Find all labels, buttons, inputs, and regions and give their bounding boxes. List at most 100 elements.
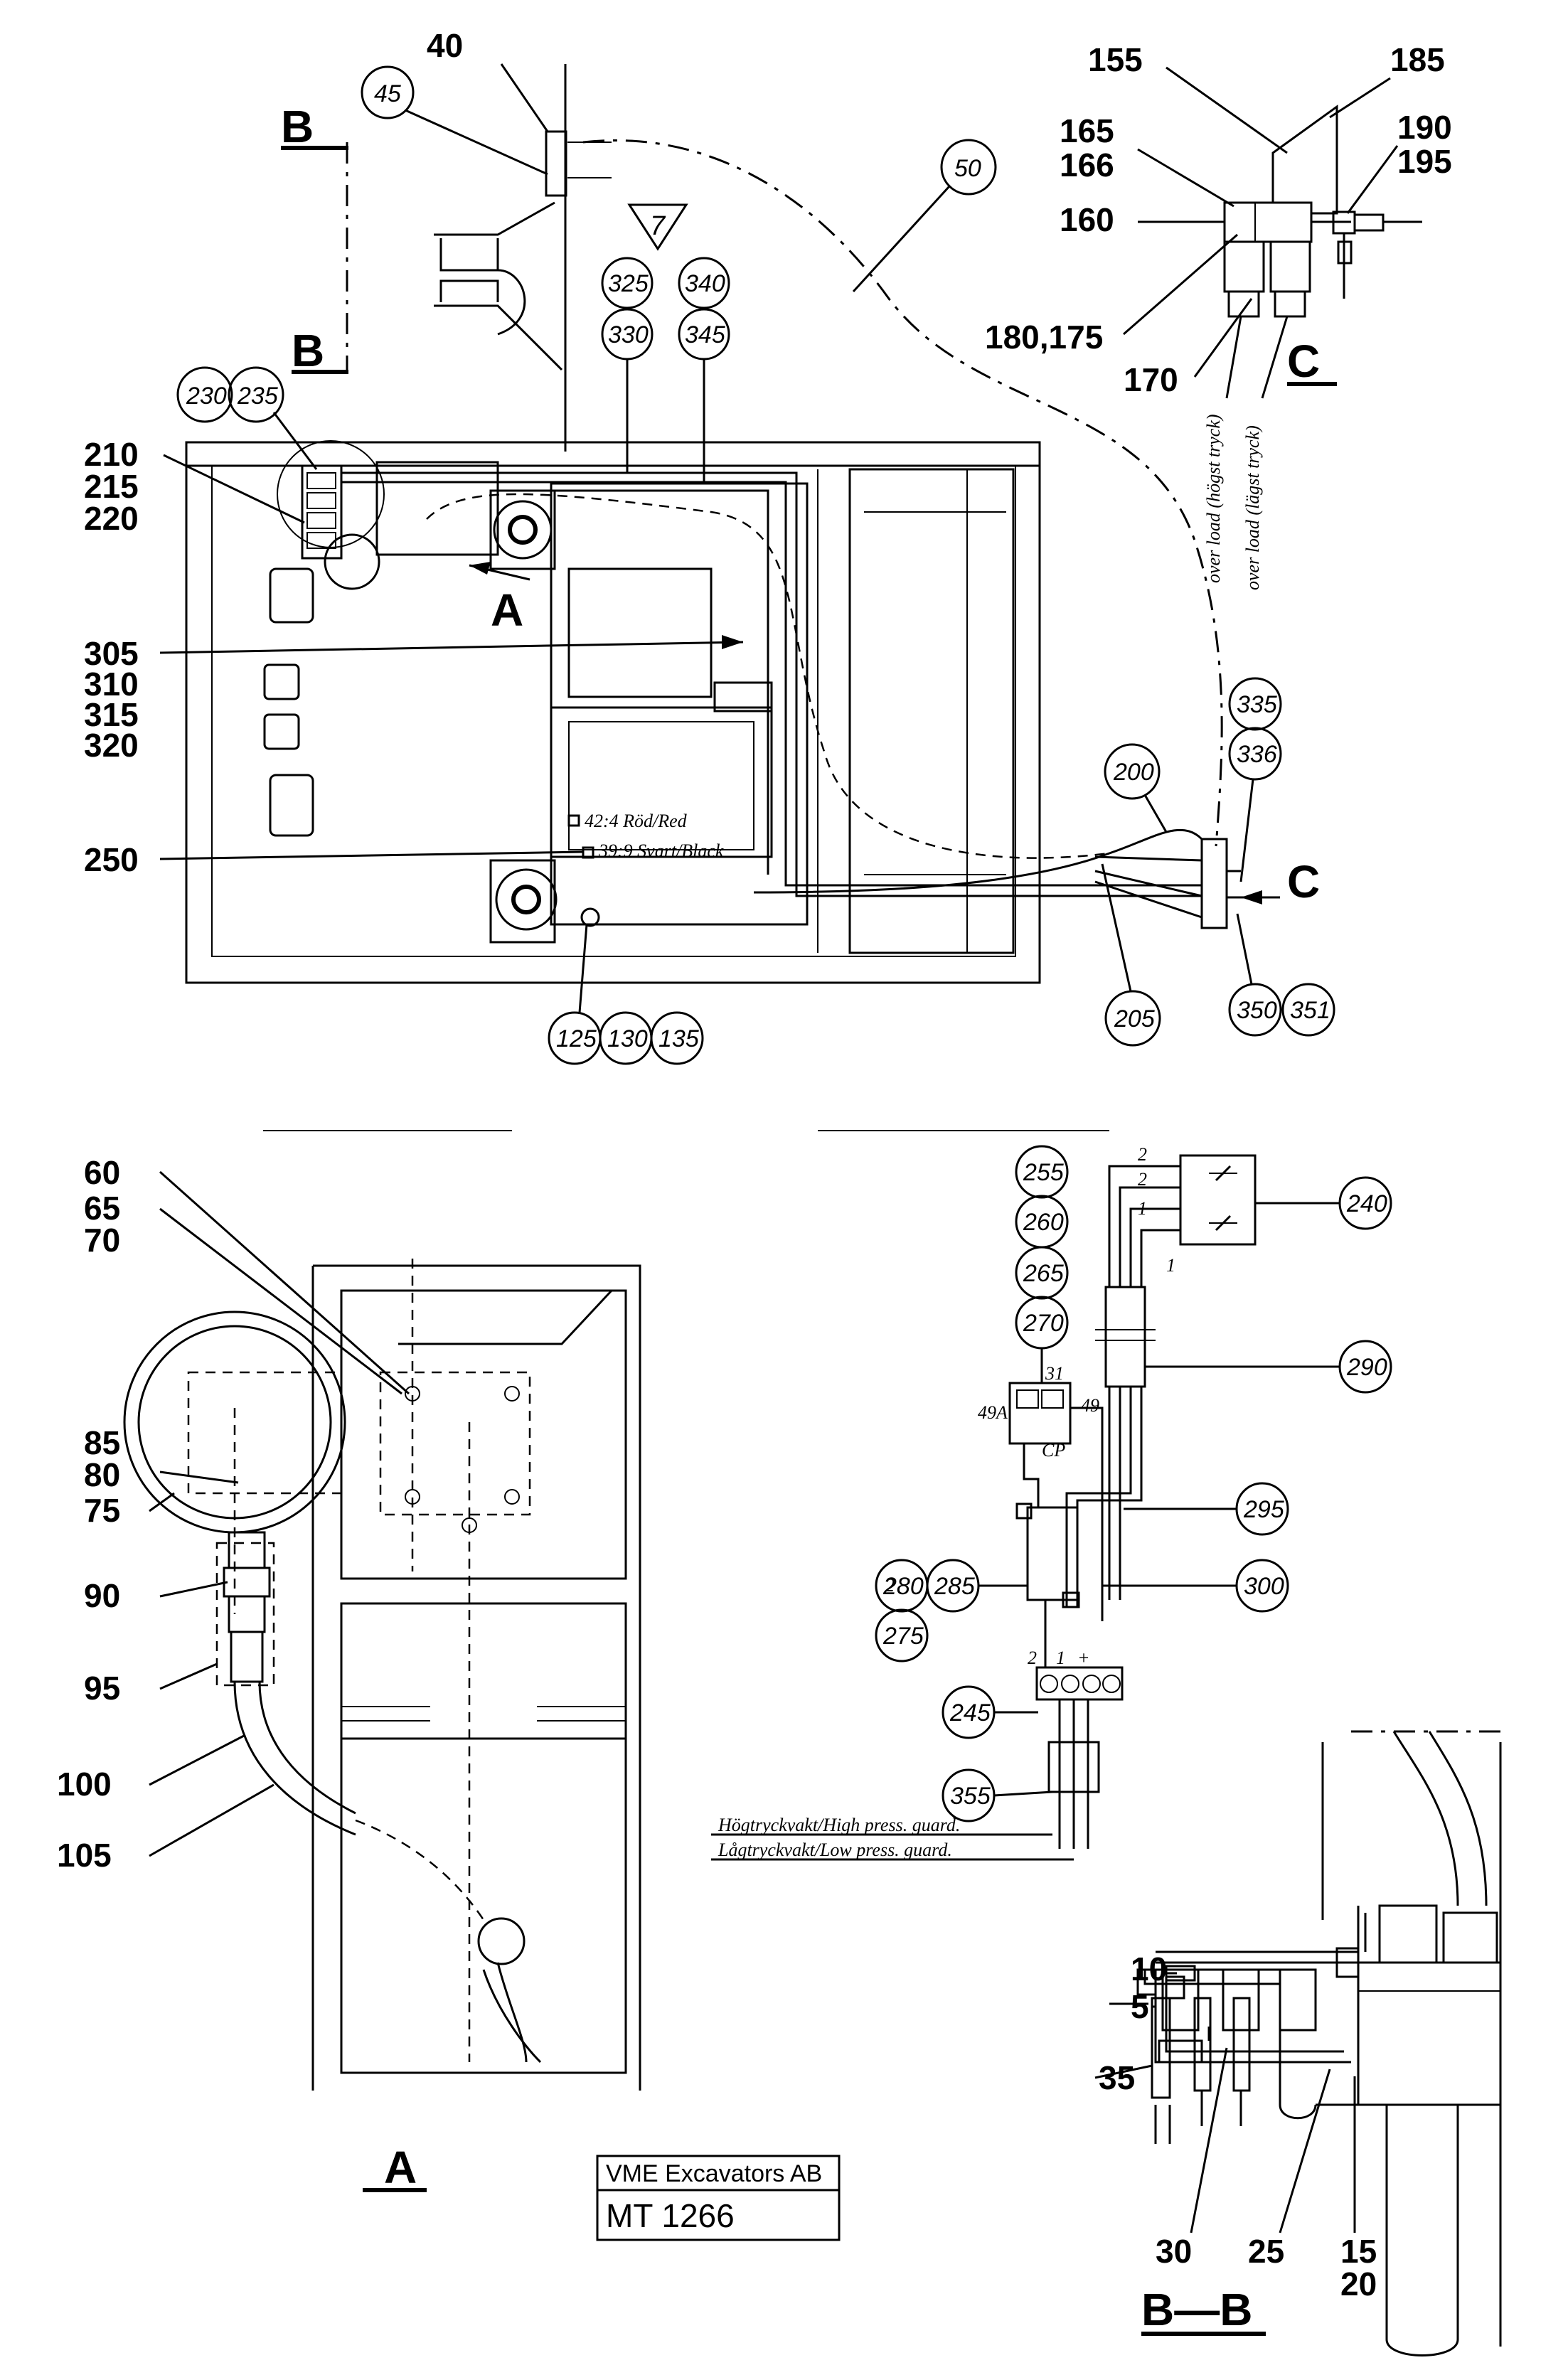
callout-45: 45 [374,80,401,107]
view-c-pressure-switch [1223,105,1422,318]
callout-50: 50 [954,155,981,182]
callout-255: 255 [1023,1159,1064,1186]
view-label-a-arrow: A [491,585,523,636]
label-95: 95 [84,1670,120,1707]
label-210: 210 [84,436,139,473]
label-75: 75 [84,1492,120,1529]
label-10: 10 [1131,1950,1167,1987]
view-label-a: A [384,2142,417,2193]
callout-280: 280 [882,1573,924,1600]
top-panel-view [185,64,1241,984]
callout-275: 275 [882,1623,924,1650]
label-100: 100 [57,1766,112,1803]
label-15: 15 [1340,2233,1377,2270]
wiring-mark-plus: + [1077,1648,1090,1668]
callout-205: 205 [1114,1005,1155,1032]
label-305: 305 [84,635,139,672]
callout-285: 285 [934,1573,975,1600]
wiring-mark-49a: 49A [978,1402,1008,1423]
callout-300: 300 [1244,1573,1284,1600]
callout-330: 330 [608,321,649,348]
annotation-low-load: over load (lägst tryck) [1242,425,1263,590]
label-315: 315 [84,696,139,733]
annotation-low-guard: Lågtryckvakt/Low press. guard. [718,1840,952,1860]
label-185: 185 [1390,41,1445,78]
title-block-drawing-number: MT 1266 [606,2197,735,2234]
callout-345: 345 [685,321,725,348]
wiring-mark-2-top: 2 [885,1575,895,1596]
label-85: 85 [84,1424,120,1461]
callout-295: 295 [1243,1496,1284,1523]
label-80: 80 [84,1456,120,1493]
callout-351: 351 [1290,997,1330,1024]
label-215: 215 [84,468,139,505]
label-5: 5 [1131,1988,1149,2025]
wiring-mark-31: 31 [1045,1363,1064,1384]
callout-336: 336 [1237,741,1277,768]
callout-270: 270 [1023,1310,1064,1337]
view-label-bb: B—B [1141,2284,1252,2335]
callout-235: 235 [237,383,278,410]
label-25: 25 [1248,2233,1284,2270]
label-60: 60 [84,1154,120,1191]
wiring-mark-cp: CP [1042,1440,1065,1461]
label-320: 320 [84,727,139,764]
wiring-mark-2-b: 2 [1138,1169,1147,1190]
view-label-b-bottom: B [292,325,324,376]
label-160: 160 [1060,201,1114,238]
view-label-c-arrow: C [1287,856,1320,907]
label-155: 155 [1088,41,1143,78]
callout-125: 125 [556,1025,597,1052]
label-90: 90 [84,1577,120,1614]
triangle-7-icon: 7 [627,203,688,251]
callout-340: 340 [685,270,725,297]
label-195: 195 [1397,143,1452,180]
label-165: 165 [1060,112,1114,149]
title-block: VME Excavators AB MT 1266 [596,2155,841,2241]
callout-335: 335 [1237,691,1277,718]
wiring-mark-1-b: 1 [1166,1255,1175,1276]
label-166: 166 [1060,146,1114,183]
wiring-mark-s1: 1 [1056,1648,1065,1668]
label-105: 105 [57,1837,112,1874]
callout-355: 355 [950,1783,991,1810]
callout-265: 265 [1023,1260,1064,1287]
label-180-175: 180,175 [985,319,1103,356]
callout-350: 350 [1237,997,1277,1024]
wiring-mark-2-a: 2 [1138,1144,1147,1165]
callout-290: 290 [1346,1354,1387,1381]
annotation-high-guard: Högtryckvakt/High press. guard. [718,1815,960,1835]
callout-230: 230 [186,383,227,410]
section-b-marker: B B [281,101,348,376]
label-35: 35 [1099,2059,1135,2096]
label-30: 30 [1156,2233,1192,2270]
callout-200: 200 [1113,759,1154,786]
label-250: 250 [84,841,139,878]
annotation-high-load: over load (högst tryck) [1203,414,1224,583]
label-170: 170 [1124,361,1178,398]
label-190: 190 [1397,109,1452,146]
label-40: 40 [427,27,463,64]
callout-260: 260 [1023,1209,1064,1236]
label-65: 65 [84,1190,120,1227]
wiring-mark-49: 49 [1081,1395,1099,1416]
label-70: 70 [84,1222,120,1259]
callout-240: 240 [1346,1190,1387,1217]
svg-text:7: 7 [650,211,666,241]
annotation-red-wire: 42:4 Röd/Red [585,811,688,831]
view-label-b-top: B [281,101,314,152]
view-a-gauge-detail [123,1130,641,2091]
annotation-black-wire: 39:9 Svart/Black [598,840,724,861]
label-20: 20 [1340,2265,1377,2302]
wiring-mark-1-a: 1 [1138,1198,1147,1219]
wiring-schematic [711,1130,1257,1861]
callout-245: 245 [949,1699,991,1726]
section-bb-view [1136,1730,1502,2356]
callout-130: 130 [607,1025,648,1052]
title-block-company: VME Excavators AB [606,2160,822,2187]
view-label-c: C [1287,336,1320,387]
callout-135: 135 [658,1025,699,1052]
callout-325: 325 [608,270,649,297]
label-220: 220 [84,500,139,537]
